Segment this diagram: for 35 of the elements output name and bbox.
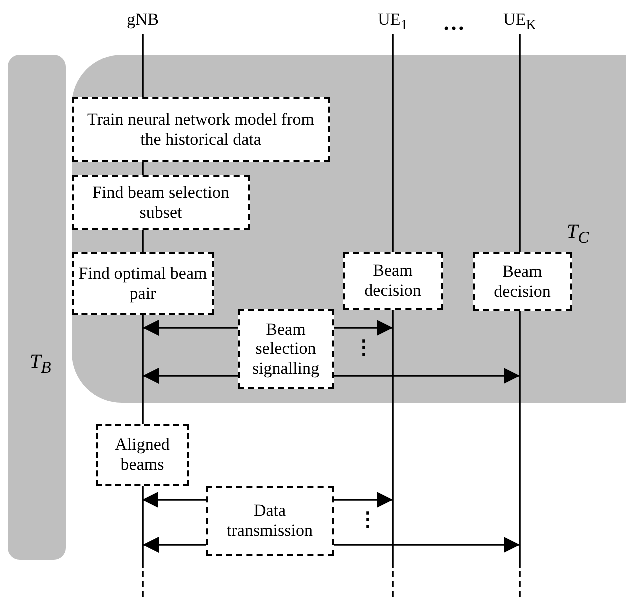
duration-label: T$_{C}$	[567, 221, 590, 248]
vertical-ellipsis: ⋮	[358, 510, 378, 530]
lifeline	[392, 34, 394, 252]
process-box: Aligned beams	[96, 424, 189, 486]
lifeline	[142, 34, 144, 97]
process-box: Data transmission	[206, 486, 334, 556]
entity-label: UE$_{K}$	[490, 10, 550, 34]
lifeline	[392, 310, 394, 568]
process-box: Train neural network model from the historical data	[72, 97, 330, 162]
lifeline	[519, 34, 521, 252]
entity-label: UE$_{1}$	[363, 10, 423, 34]
vertical-ellipsis: ⋮	[354, 338, 374, 358]
process-box: Find beam selection subset	[72, 175, 250, 230]
arrow	[143, 368, 238, 384]
process-box: Beam decision	[473, 252, 572, 311]
process-box: Beam selection signalling	[238, 309, 334, 389]
lifeline	[142, 162, 144, 175]
time-region	[72, 55, 626, 403]
arrow	[334, 537, 520, 553]
arrow	[334, 320, 393, 336]
duration-label: T$_{B}$	[30, 351, 52, 378]
lifeline	[519, 311, 521, 568]
arrow	[143, 537, 206, 553]
lifeline	[142, 230, 144, 252]
time-band	[8, 55, 66, 560]
arrow	[334, 492, 393, 508]
entity-label: gNB	[113, 10, 173, 34]
lifeline	[142, 315, 144, 424]
process-box: Beam decision	[343, 252, 443, 310]
arrow	[143, 320, 238, 336]
lifeline	[142, 486, 144, 568]
arrow	[334, 368, 520, 384]
ellipsis-label: …	[443, 12, 465, 34]
process-box: Find optimal beam pair	[72, 252, 214, 315]
arrow	[142, 492, 206, 508]
